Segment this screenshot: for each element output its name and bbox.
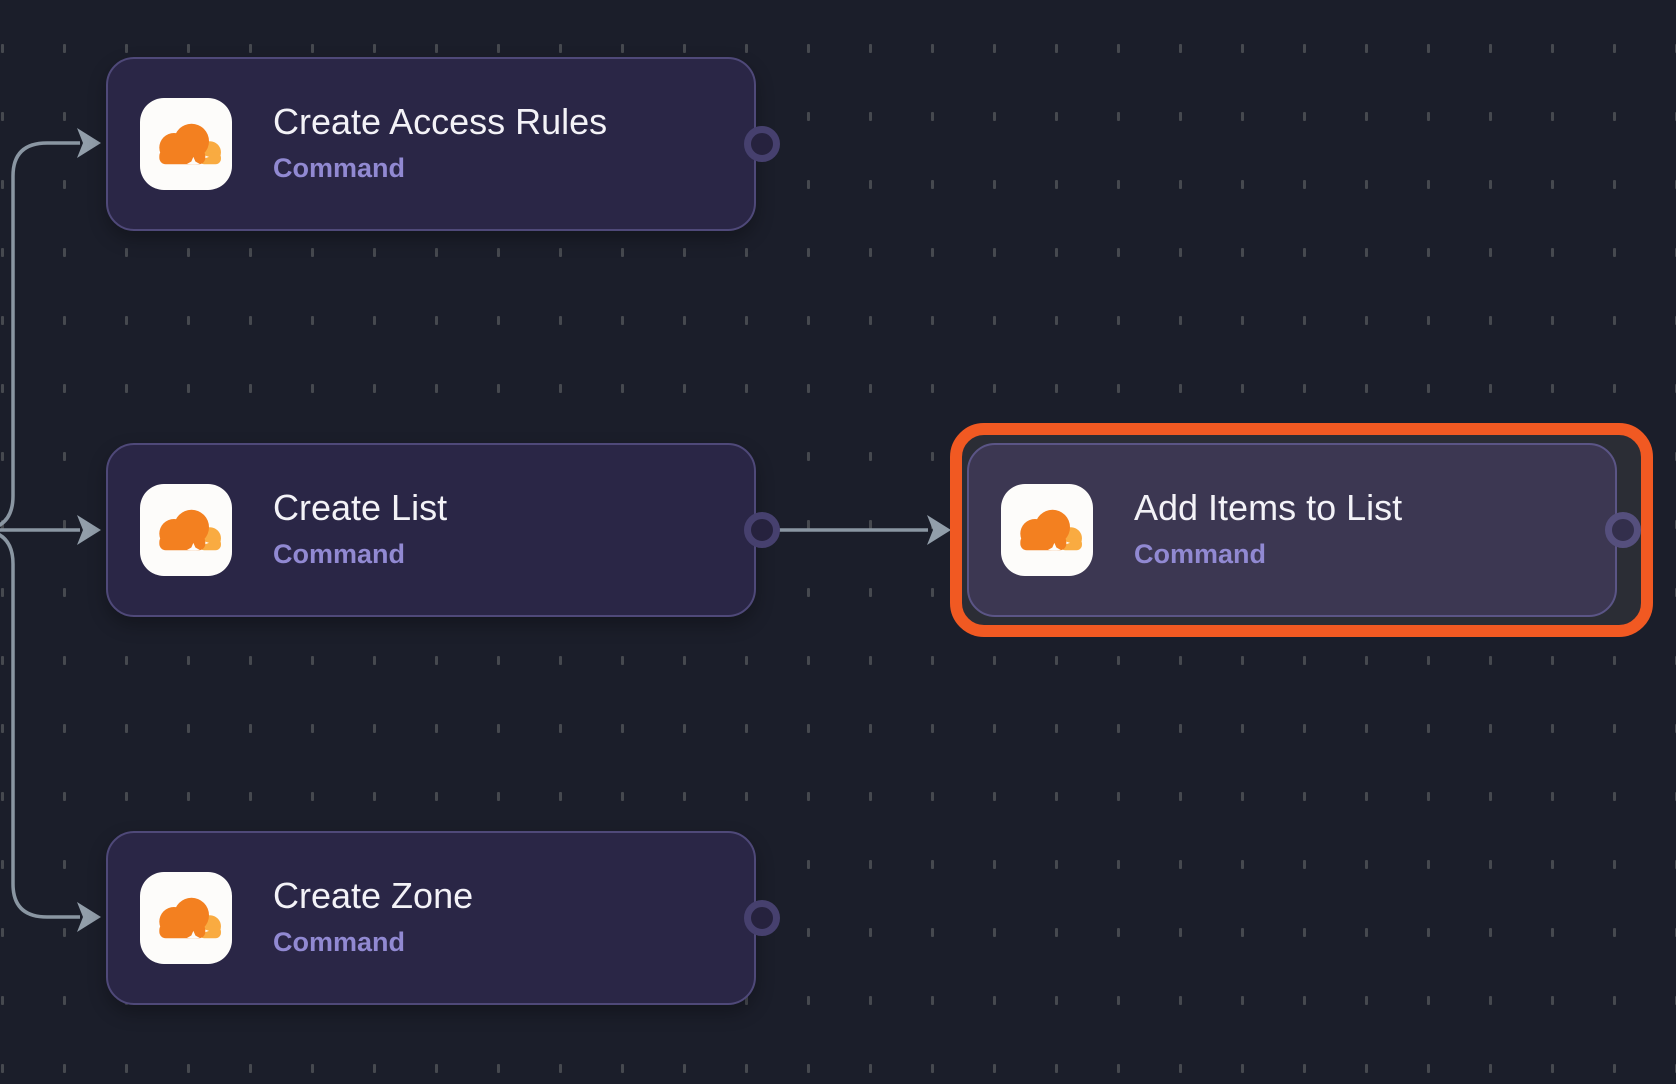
node-create-zone[interactable]: Create Zone Command bbox=[106, 831, 780, 1005]
node-create-access-rules[interactable]: Create Access Rules Command bbox=[106, 57, 780, 231]
output-port[interactable] bbox=[744, 126, 780, 162]
edge-connections bbox=[0, 128, 951, 932]
cloudflare-icon bbox=[140, 872, 232, 964]
output-port[interactable] bbox=[744, 512, 780, 548]
node-subtitle: Command bbox=[273, 927, 406, 958]
node-title: Create Access Rules bbox=[273, 100, 608, 142]
output-port[interactable] bbox=[1605, 512, 1641, 548]
arrowhead-add-items bbox=[927, 515, 951, 545]
cloudflare-icon bbox=[140, 484, 232, 576]
arrowhead-create-zone bbox=[77, 902, 101, 932]
edge-to-create-access-rules[interactable] bbox=[0, 141, 80, 530]
node-title: Add Items to List bbox=[1134, 486, 1403, 528]
cloudflare-icon bbox=[1001, 484, 1093, 576]
node-create-list[interactable]: Create List Command bbox=[106, 443, 780, 617]
edge-to-create-zone[interactable] bbox=[0, 530, 80, 919]
node-subtitle: Command bbox=[273, 539, 406, 570]
arrowhead-create-access-rules bbox=[77, 128, 101, 158]
node-subtitle: Command bbox=[1134, 539, 1267, 570]
cloudflare-icon bbox=[140, 98, 232, 190]
node-title: Create Zone bbox=[273, 874, 474, 916]
output-port[interactable] bbox=[744, 900, 780, 936]
arrowhead-create-list bbox=[77, 515, 101, 545]
node-subtitle: Command bbox=[273, 153, 406, 184]
node-title: Create List bbox=[273, 486, 448, 528]
node-add-items-to-list[interactable]: Add Items to List Command bbox=[967, 443, 1641, 617]
